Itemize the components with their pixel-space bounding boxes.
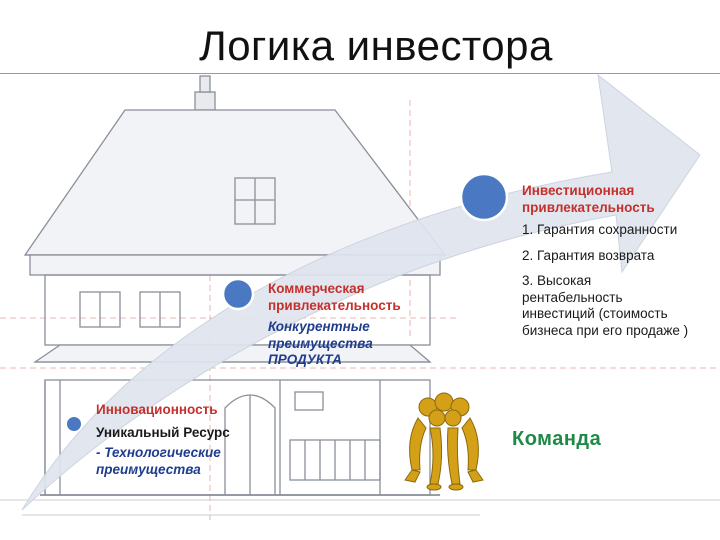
step-line: 2. Гарантия возврата [522,247,655,263]
step-line: преимущества [268,335,373,351]
curved-arrow [21,73,701,511]
step-heading: привлекательность [522,199,655,215]
step-heading: привлекательность [268,297,401,313]
step-line: ПРОДУКТА [268,352,342,367]
step-line: инвестиций (стоимость [522,306,668,321]
title-divider [0,73,720,74]
team-label: Команда [512,428,602,450]
step-investment: Инвестиционная привлекательность 1. Гара… [522,183,720,339]
step-line: 1. Гарантия сохранности [522,222,678,237]
step-heading: Инновационность [96,402,218,417]
step-line: бизнеса при его продаже ) [522,322,689,338]
step-heading: Инвестиционная [522,183,635,198]
step-heading: Коммерческая [268,281,365,296]
step-marker [65,415,83,433]
step-line: - Технологические [96,445,221,460]
step-line: рентабельность [522,289,623,305]
page-title: Логика инвестора [199,22,553,69]
step-line: преимущества [96,461,201,477]
team-figures-icon [404,392,484,491]
step-line: 3. Высокая [522,273,592,288]
step-marker [459,172,509,222]
step-line: Конкурентные [268,319,370,334]
step-commercial: Коммерческая привлекательность Конкурент… [268,281,468,369]
step-innovation: Инновационность Уникальный Ресурс - Техн… [96,402,296,478]
step-line: Уникальный Ресурс [96,424,230,440]
step-marker [221,277,255,311]
